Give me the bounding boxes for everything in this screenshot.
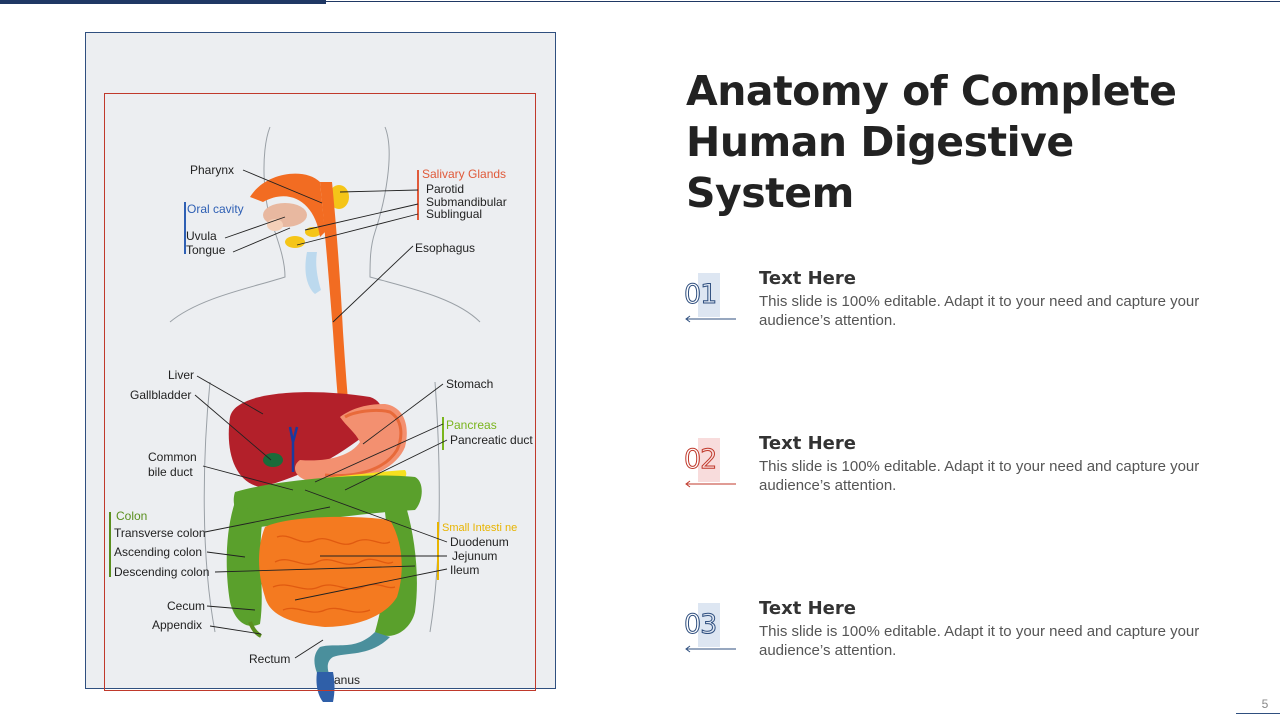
point-body: This slide is 100% editable. Adapt it to… xyxy=(759,293,1200,329)
leader-lines xyxy=(194,169,448,659)
label-transverse-colon: Transverse colon xyxy=(114,526,206,540)
page-number: 5 xyxy=(1261,697,1269,711)
label-oral-cavity: Oral cavity xyxy=(187,202,244,216)
label-pancreatic-duct: Pancreatic duct xyxy=(450,433,533,447)
label-uvula: Uvula xyxy=(186,229,217,243)
label-pharynx: Pharynx xyxy=(190,163,234,177)
number-highlight xyxy=(698,603,720,647)
sigmoid-colon-shape xyxy=(314,632,390,684)
number-highlight xyxy=(698,438,720,482)
label-jejunum: Jejunum xyxy=(452,549,497,563)
label-pancreas: Pancreas xyxy=(446,418,497,432)
point-item-2: 02 Text Here This slide is 100% editable… xyxy=(680,433,1240,518)
label-small-intestine: Small Intesti ne xyxy=(442,522,517,534)
label-appendix: Appendix xyxy=(152,618,202,632)
small-intestine-shape xyxy=(259,516,402,627)
point-number: 02 xyxy=(683,444,717,476)
diagram-inner-border xyxy=(104,93,536,691)
label-tongue: Tongue xyxy=(186,243,226,257)
arrow-left-icon xyxy=(685,480,736,488)
point-body: This slide is 100% editable. Adapt it to… xyxy=(759,623,1200,659)
transverse-colon-shape xyxy=(233,475,422,527)
point-item-3: 03 Text Here This slide is 100% editable… xyxy=(680,598,1240,683)
label-descending-colon: Descending colon xyxy=(114,565,209,579)
label-duodenum: Duodenum xyxy=(450,535,509,549)
esophagus-shape xyxy=(320,182,350,422)
point-item-1: 01 Text Here This slide is 100% editable… xyxy=(680,268,1240,353)
point-heading: Text Here xyxy=(759,268,856,289)
stomach-highlight xyxy=(324,408,403,478)
label-ileum: Ileum xyxy=(450,563,479,577)
label-gallbladder: Gallbladder xyxy=(130,388,191,402)
label-salivary-glands: Salivary Glands xyxy=(422,167,506,181)
point-number: 01 xyxy=(683,279,717,311)
top-accent-bar xyxy=(0,0,326,4)
gallbladder-shape xyxy=(263,453,283,467)
point-heading: Text Here xyxy=(759,598,856,619)
pharynx-shape xyxy=(250,173,325,237)
body-outline-neck xyxy=(369,126,481,323)
bile-duct-shape xyxy=(288,426,299,472)
label-anus: anus xyxy=(334,673,360,687)
arrow-left-icon xyxy=(685,315,736,323)
label-cecum: Cecum xyxy=(167,599,205,613)
appendix-shape xyxy=(248,621,262,638)
parotid-gland xyxy=(329,185,349,209)
slide-title: Anatomy of Complete Human Digestive Syst… xyxy=(686,67,1177,217)
label-ascending-colon: Ascending colon xyxy=(114,545,202,559)
label-stomach: Stomach xyxy=(446,377,493,391)
stomach-shape xyxy=(295,404,407,483)
page-number-underline xyxy=(1236,713,1280,714)
top-accent-line xyxy=(326,1,1280,2)
label-colon: Colon xyxy=(116,509,147,523)
ascending-colon-shape xyxy=(226,502,263,626)
label-liver: Liver xyxy=(168,368,194,382)
rectum-shape xyxy=(316,672,335,702)
body-outline-head xyxy=(169,126,286,323)
point-number: 03 xyxy=(683,609,717,641)
point-body: This slide is 100% editable. Adapt it to… xyxy=(759,458,1200,494)
point-heading: Text Here xyxy=(759,433,856,454)
arrow-left-icon xyxy=(685,645,736,653)
label-esophagus: Esophagus xyxy=(415,241,475,255)
label-rectum: Rectum xyxy=(249,652,290,666)
body-outline-right-side xyxy=(429,381,440,633)
number-highlight xyxy=(698,273,720,317)
label-bile-duct: bile duct xyxy=(148,465,193,479)
label-parotid: Parotid xyxy=(426,182,464,196)
label-common: Common xyxy=(148,450,197,464)
digestive-system-diagram: Pharynx Salivary Glands Parotid Submandi… xyxy=(109,126,533,702)
label-sublingual: Sublingual xyxy=(426,207,482,221)
trachea-shape xyxy=(305,252,321,294)
small-intestine-folds xyxy=(272,535,396,613)
sublingual-gland xyxy=(285,236,305,248)
body-outline-left-side xyxy=(203,381,216,633)
label-submandibular: Submandibular xyxy=(426,195,507,209)
